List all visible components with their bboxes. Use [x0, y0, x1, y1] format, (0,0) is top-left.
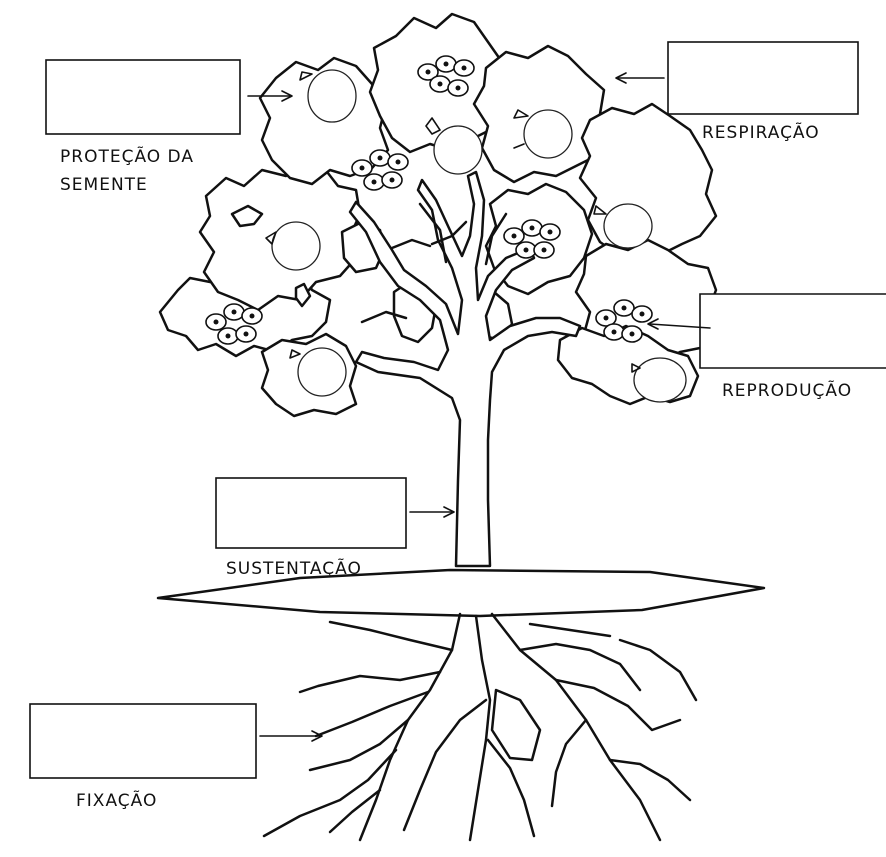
- label-fixacao: FIXAÇÃO: [76, 789, 157, 811]
- label-protecao-line1: PROTEÇÃO DA: [60, 145, 194, 167]
- root-left-branch-2: [300, 672, 440, 692]
- root-right-branch-5: [620, 640, 696, 700]
- answer-box-fixacao[interactable]: [30, 704, 256, 778]
- branch-vein-3: [392, 240, 430, 248]
- root-right-branch-6: [530, 624, 610, 636]
- answer-box-reproducao[interactable]: [700, 294, 886, 368]
- root-left-branch-1: [330, 622, 452, 650]
- root-right-branch-3: [552, 720, 586, 806]
- arrow-respiracao: [616, 73, 664, 83]
- label-protecao-line2: SEMENTE: [60, 175, 148, 195]
- answer-box-protecao[interactable]: [46, 60, 240, 134]
- root-center-branch-2: [488, 740, 534, 836]
- root-loop-center: [492, 690, 540, 760]
- answer-box-sustentacao[interactable]: [216, 478, 406, 548]
- root-main-center: [470, 616, 490, 840]
- label-respiracao: RESPIRAÇÃO: [702, 121, 820, 143]
- root-right-branch-1: [520, 644, 640, 690]
- root-left-branch-4: [310, 720, 408, 770]
- root-right-branch-4: [610, 760, 690, 800]
- tree-roots: [264, 614, 696, 840]
- answer-box-respiracao[interactable]: [668, 42, 858, 114]
- arrow-sustentacao: [410, 507, 454, 517]
- label-sustentacao: SUSTENTAÇÃO: [226, 557, 362, 579]
- arrow-fixacao: [260, 731, 322, 741]
- label-reproducao: REPRODUÇÃO: [722, 379, 852, 401]
